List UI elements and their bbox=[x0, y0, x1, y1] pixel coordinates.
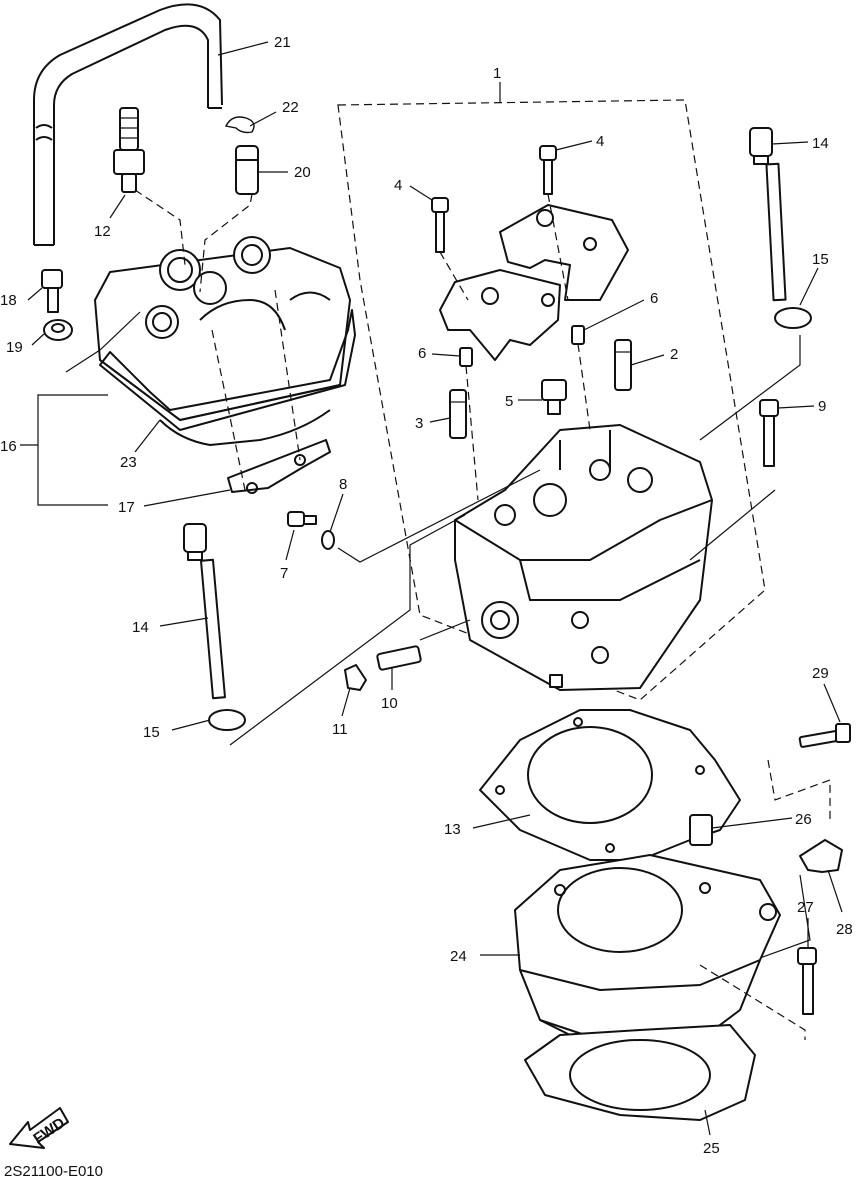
head-long-bolt-left bbox=[183, 523, 226, 700]
breather-hose bbox=[33, 3, 223, 246]
callout-26: 26 bbox=[795, 811, 812, 828]
exhaust-nut bbox=[344, 664, 367, 691]
callout-7: 7 bbox=[280, 565, 288, 582]
diagram-code: 2S21100-E010 bbox=[4, 1163, 103, 1180]
cap-bolt-left bbox=[431, 197, 449, 253]
cover-bolt bbox=[41, 269, 63, 313]
callout-13: 13 bbox=[444, 821, 461, 838]
head-stud-3 bbox=[449, 389, 467, 439]
breather-fitting bbox=[235, 145, 259, 195]
callout-28: 28 bbox=[836, 921, 853, 938]
group-bracket-16 bbox=[37, 394, 108, 506]
assembly-1-boundary bbox=[337, 99, 766, 701]
hose-clip bbox=[224, 116, 255, 134]
callout-2: 2 bbox=[670, 346, 678, 363]
callout-1: 1 bbox=[493, 65, 501, 82]
callout-24: 24 bbox=[450, 948, 467, 965]
head-bolt-7 bbox=[287, 511, 317, 527]
callout-11: 11 bbox=[332, 721, 348, 738]
callout-9: 9 bbox=[818, 398, 826, 415]
sealing-washer-8 bbox=[321, 530, 335, 550]
callout-20: 20 bbox=[294, 164, 311, 181]
callout-29: 29 bbox=[812, 665, 829, 682]
cylinder-head bbox=[454, 424, 713, 691]
exhaust-stud bbox=[376, 645, 422, 671]
cylinder-base-gasket bbox=[524, 1024, 756, 1121]
reference-lines bbox=[134, 189, 831, 1040]
callout-23: 23 bbox=[120, 454, 137, 471]
callout-10: 10 bbox=[381, 695, 398, 712]
washer-15-right bbox=[774, 307, 812, 329]
head-bolt-9 bbox=[759, 399, 779, 467]
callout-27: 27 bbox=[797, 899, 814, 916]
camshaft-cap-left bbox=[439, 269, 561, 361]
callout-6-right: 6 bbox=[650, 290, 658, 307]
dowel-pin-left bbox=[459, 347, 473, 367]
fwd-arrow-icon: FWD bbox=[9, 1107, 69, 1149]
cap-bolt-right bbox=[539, 145, 557, 195]
callout-22: 22 bbox=[282, 99, 299, 116]
cylinder-bolt-27 bbox=[797, 947, 817, 1015]
callout-3: 3 bbox=[415, 415, 423, 432]
callout-18: 18 bbox=[0, 292, 17, 309]
chain-guide-fitting bbox=[799, 839, 843, 873]
callout-16: 16 bbox=[0, 438, 17, 455]
callout-4-left: 4 bbox=[394, 177, 402, 194]
callout-21: 21 bbox=[274, 34, 291, 51]
head-stud-2 bbox=[614, 339, 632, 391]
callout-17: 17 bbox=[118, 499, 135, 516]
head-bolt-5 bbox=[541, 379, 567, 415]
dowel-pin-right bbox=[571, 325, 585, 345]
callout-19: 19 bbox=[6, 339, 23, 356]
cover-washer bbox=[43, 319, 73, 341]
alignment-lines bbox=[65, 311, 811, 959]
callout-25: 25 bbox=[703, 1140, 720, 1157]
cylinder-head-cover bbox=[94, 236, 351, 446]
head-long-bolt-right bbox=[749, 127, 787, 302]
cylinder-bolt-29 bbox=[798, 723, 851, 748]
camshaft-cap-right bbox=[499, 204, 629, 301]
callout-labels: 1 2 3 4 4 5 6 6 7 8 9 10 11 12 13 14 14 … bbox=[0, 34, 853, 1157]
callout-12: 12 bbox=[94, 223, 111, 240]
cylinder-dowel bbox=[689, 814, 713, 846]
cylinder bbox=[514, 854, 781, 1051]
callout-15-right: 15 bbox=[812, 251, 829, 268]
washer-15-left bbox=[208, 709, 246, 731]
callout-14-left: 14 bbox=[132, 619, 149, 636]
cover-plate bbox=[227, 439, 331, 494]
callout-leaders bbox=[20, 41, 843, 1136]
callout-5: 5 bbox=[505, 393, 513, 410]
callout-14-right: 14 bbox=[812, 135, 829, 152]
cylinder-head-gasket bbox=[479, 709, 741, 861]
callout-6-left: 6 bbox=[418, 345, 426, 362]
spark-plug bbox=[113, 107, 145, 193]
callout-15-left: 15 bbox=[143, 724, 160, 741]
cover-gasket bbox=[99, 309, 356, 431]
callout-4-right: 4 bbox=[596, 133, 604, 150]
callout-8: 8 bbox=[339, 476, 347, 493]
